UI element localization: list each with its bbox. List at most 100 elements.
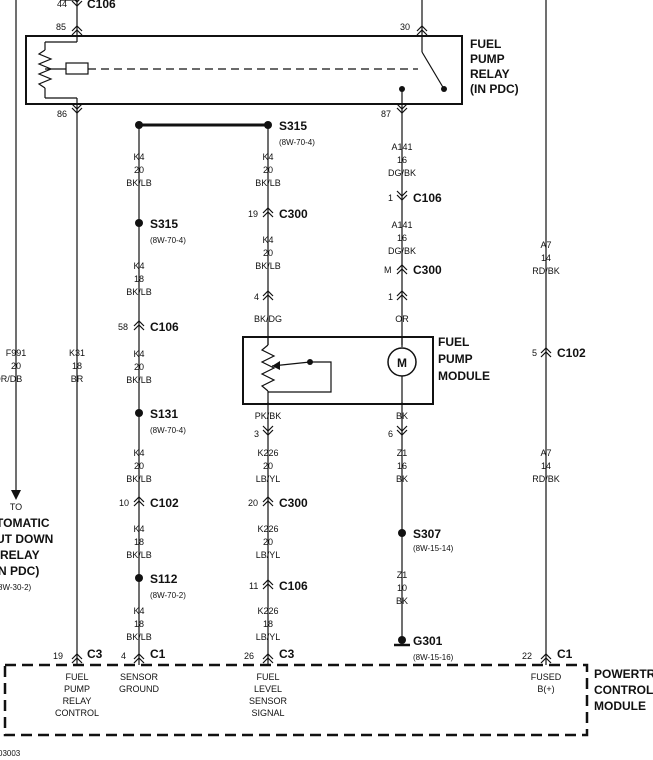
connector-c300: C300 — [279, 207, 308, 221]
splice-dot — [135, 574, 143, 582]
pcm-connector: C3 — [87, 647, 103, 661]
fuel-pump-relay — [25, 35, 463, 105]
splice-ref: (8W-70-2) — [150, 591, 186, 600]
wire-label: 20 — [134, 461, 144, 471]
relay-switch-icon — [421, 51, 445, 90]
wire-label: F991 — [6, 348, 27, 358]
wire-label: BK/LB — [126, 474, 152, 484]
fuel-level-sensor-icon — [260, 344, 276, 392]
splice-ref: (8W-70-4) — [150, 236, 186, 245]
wire-label: K4 — [133, 448, 144, 458]
connector-pin: 20 — [248, 498, 258, 508]
powertrain-control-module — [3, 663, 589, 737]
pcm-pin-desc: SENSOR — [249, 696, 288, 706]
asd-ref-line1: TO — [10, 502, 22, 512]
wire-label: K4 — [133, 349, 144, 359]
wire-label: DG/BK — [388, 246, 416, 256]
wire-label: BK — [396, 411, 408, 421]
wire-label: K226 — [257, 448, 278, 458]
pcm-pin-desc: B(+) — [537, 684, 554, 694]
pcm-pin-desc: FUEL — [65, 672, 88, 682]
wire-label: K4 — [262, 235, 273, 245]
wire-label: K4 — [262, 152, 273, 162]
connector-pin: M — [384, 265, 392, 275]
splice-s112: S112 — [150, 572, 178, 586]
wire-label: BK/LB — [126, 287, 152, 297]
wire-label: K31 — [69, 348, 85, 358]
wire-label: K4 — [133, 261, 144, 271]
wire-label: BK/LB — [255, 178, 281, 188]
pcm-connector: C1 — [557, 647, 573, 661]
wire-label: 20 — [263, 248, 273, 258]
wire-label: PK/BK — [255, 411, 282, 421]
connector-pin: 6 — [388, 429, 393, 439]
asd-ref-line4: RELAY — [0, 548, 40, 562]
connector-pin: 3 — [254, 429, 259, 439]
connector-c106: C106 — [279, 579, 308, 593]
pump-module-name-line1: FUEL — [438, 335, 469, 349]
wire-label: 20 — [134, 165, 144, 175]
wire-label: A141 — [391, 142, 412, 152]
wire-label: 14 — [541, 253, 551, 263]
wire-label: K4 — [133, 606, 144, 616]
wire-label: 18 — [263, 619, 273, 629]
connector-pin: 5 — [532, 348, 537, 358]
wire-label: 20 — [11, 361, 21, 371]
wire-label: BK/LB — [126, 550, 152, 560]
wire-label: RD/BK — [532, 474, 560, 484]
wire-label: K226 — [257, 524, 278, 534]
asd-ref-line2: TOMATIC — [0, 516, 50, 530]
connector-c300: C300 — [413, 263, 442, 277]
wire-label: LB/YL — [256, 474, 281, 484]
wire-label: BK/LB — [126, 375, 152, 385]
fuel-pump-module: M — [242, 336, 434, 405]
pcm-pin-desc: RELAY — [63, 696, 92, 706]
connector-pin: 10 — [119, 498, 129, 508]
wire-label: 16 — [397, 155, 407, 165]
wire-label: BK — [396, 596, 408, 606]
wire-label: RD/BK — [532, 266, 560, 276]
wire-label: A7 — [540, 448, 551, 458]
wire-label: 16 — [397, 461, 407, 471]
wire-label: K226 — [257, 606, 278, 616]
connector-pin: 58 — [118, 322, 128, 332]
connector-c106: C106 — [150, 320, 179, 334]
relay-name-line1: FUEL — [470, 37, 501, 51]
connector-pin: 4 — [254, 292, 259, 302]
relay-name-line2: PUMP — [470, 52, 505, 66]
pcm-connector: C1 — [150, 647, 166, 661]
asd-ref-line3: UT DOWN — [0, 532, 53, 546]
wire-label: OR/DB — [0, 374, 22, 384]
pcm-pin: 4 — [121, 651, 126, 661]
pcm-name-line2: CONTROL — [594, 683, 653, 697]
relay-pin-30: 30 — [400, 22, 410, 32]
wire-label: 20 — [134, 362, 144, 372]
connector-pin: 1 — [388, 193, 393, 203]
relay-pin-87: 87 — [381, 109, 391, 119]
pcm-pin-desc: FUSED — [531, 672, 562, 682]
wire-label: 10 — [397, 583, 407, 593]
splice-dot — [135, 121, 143, 129]
ground-icon — [394, 636, 410, 647]
splice-dot — [135, 219, 143, 227]
wire-label: 18 — [134, 619, 144, 629]
relay-name-line4: (IN PDC) — [470, 82, 519, 96]
motor-symbol: M — [397, 356, 407, 370]
asd-ref-line5: N PDC) — [0, 564, 39, 578]
ground-g301: G301 — [413, 634, 443, 648]
figure-id: 03003 — [0, 749, 21, 758]
pcm-name-line1: POWERTR — [594, 667, 653, 681]
pcm-pin-desc: CONTROL — [55, 708, 99, 718]
wire-label: K4 — [133, 152, 144, 162]
wire-label: A141 — [391, 220, 412, 230]
splice-dot — [264, 121, 272, 129]
wire-label: 18 — [72, 361, 82, 371]
top-connector-pin: 44 — [57, 0, 67, 9]
wire-label: 18 — [134, 274, 144, 284]
wire-label: BK/LB — [126, 632, 152, 642]
pcm-pin-desc: LEVEL — [254, 684, 282, 694]
pcm-name-line3: MODULE — [594, 699, 646, 713]
connector-c102: C102 — [557, 346, 586, 360]
connector-pin: 11 — [249, 581, 258, 591]
